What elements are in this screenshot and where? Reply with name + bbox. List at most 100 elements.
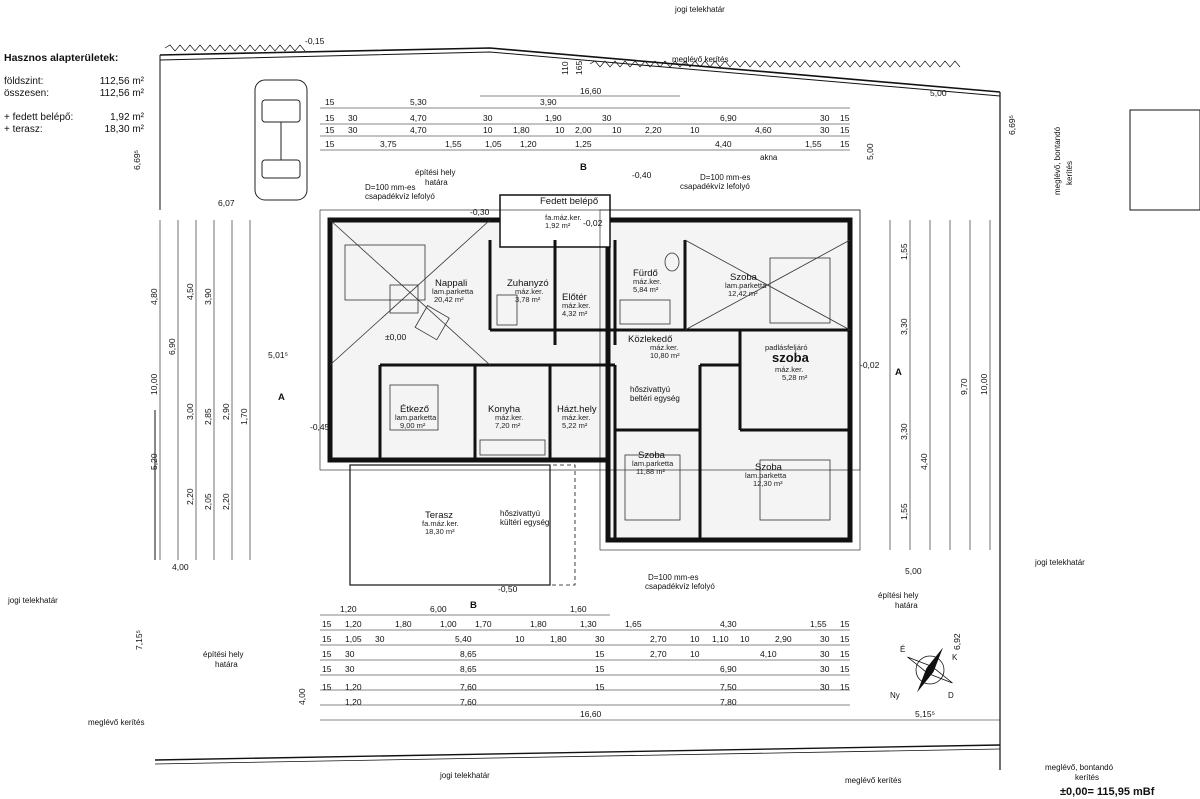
room-szoba-2: Szoba lam.parketta 11,88 m²	[632, 450, 674, 476]
room-etkezo: Étkező lam.parketta 9,00 m²	[395, 404, 437, 430]
area-row-terasz: + terasz:18,30 m²	[4, 124, 144, 135]
room-padlas: padlásfeljáró szoba máz.ker. 5,28 m²	[765, 343, 810, 382]
dim-misc: 6,07 4,00 5,01⁵ 6,69⁵ 6,69⁵ 7,15⁵ 4,00 6…	[132, 61, 1017, 705]
bed-icon-1	[769, 257, 831, 324]
dim-top-total: 16,60	[580, 86, 602, 96]
room-terasz: Terasz fa.máz.ker. 18,30 m²	[422, 510, 459, 536]
level-mark: -0,50	[498, 584, 518, 594]
dim-label: 30	[820, 113, 830, 123]
dim-label: 6,90	[167, 338, 177, 355]
room-area: 9,00 m²	[400, 421, 426, 430]
dim-label: 15	[840, 619, 850, 629]
toilet-icon	[664, 252, 680, 272]
dim-label: 15	[595, 682, 605, 692]
label-csapadek-1: D=100 mm-es	[365, 183, 415, 192]
dim-label: 15	[840, 649, 850, 659]
dim-label: 1,90	[545, 113, 562, 123]
area-row-foldszint: földszint:112,56 m²	[4, 76, 144, 87]
dim-label: 15	[840, 113, 850, 123]
dim-label: 8,65	[460, 649, 477, 659]
dining-table-icon	[389, 384, 439, 431]
dim-label: 3,00	[185, 403, 195, 420]
dim-label: 2,20	[221, 493, 231, 510]
area-row-fedett: + fedett belépő:1,92 m²	[4, 112, 144, 123]
dim-top-row2: 15 30 4,70 30 1,90 30 6,90 30 15	[325, 113, 850, 123]
room-name: Közlekedő	[628, 334, 672, 345]
section-markers: A A B B	[278, 162, 902, 611]
label-hoszivattyu-belteri-2: beltéri egység	[630, 394, 680, 403]
dim-label: 4,80	[149, 288, 159, 305]
label-hoszivattyu-belteri-1: hőszivattyú	[630, 385, 670, 394]
neighbour-building	[1129, 109, 1200, 211]
room-nappali: Nappali lam.parketta 20,42 m²	[432, 278, 474, 304]
plot-line-bottom	[154, 744, 1001, 761]
label-epitesi-hely-right-1: építési hely	[878, 591, 918, 600]
room-name: szoba	[772, 350, 810, 365]
level-mark: -0,40	[632, 170, 652, 180]
dim-left-vertical: 4,80 10,00 5,20 6,90 4,50 3,90 3,00 2,85…	[149, 283, 249, 510]
room-floor: máz.ker.	[650, 343, 678, 352]
dim-label: 110	[560, 61, 570, 75]
room-area: 5,22 m²	[562, 421, 588, 430]
label-hoszivattyu-kulteri-2: kültéri egység	[500, 518, 549, 527]
dim-label: 1,55	[805, 139, 822, 149]
dim-label: 7,15⁵	[134, 630, 144, 650]
dim-bottom-row4: 15 30 8,65 15 2,70 10 4,10 30 15	[322, 649, 850, 659]
room-name: Zuhanyzó	[507, 278, 549, 289]
dim-label: 15	[325, 125, 335, 135]
dim-label: 6,07	[218, 198, 235, 208]
dim-label: 10	[612, 125, 622, 135]
label-csapadek-2: csapadékvíz lefolyó	[365, 192, 435, 201]
room-floor: lam.parketta	[395, 413, 437, 422]
room-floor: lam.parketta	[745, 471, 787, 480]
entrance-porch	[499, 194, 611, 248]
label-meglevo-bontando-right-1: meglévő, bontandó	[1053, 126, 1062, 195]
interior-walls	[378, 240, 850, 540]
dim-label: 1,70	[475, 619, 492, 629]
room-name: Konyha	[488, 404, 521, 415]
dim-bottom-right: 5,15⁵	[915, 709, 935, 719]
label-meglevo-kerites-top: meglévő kerítés	[672, 55, 728, 64]
dim-label: 15	[840, 682, 850, 692]
plot-line-bottom2	[154, 748, 1001, 765]
room-floor: máz.ker.	[562, 413, 590, 422]
dim-label: 8,65	[460, 664, 477, 674]
room-area: 5,84 m²	[633, 285, 659, 294]
dim-label: 15	[322, 664, 332, 674]
dim-label: 4,40	[919, 453, 929, 470]
dim-label: 1,20	[345, 697, 362, 707]
compass-w: Ny	[890, 691, 900, 700]
dim-label: 1,55	[899, 503, 909, 520]
dim-label: 6,69⁵	[132, 150, 142, 170]
dim-label: 15	[595, 664, 605, 674]
room-area: 18,30 m²	[425, 527, 455, 536]
label-jogi-telekhatar-left: jogi telekhatár	[7, 596, 58, 605]
dim-label: 30	[348, 125, 358, 135]
dim-label: 4,50	[185, 283, 195, 300]
dim-bottom-row1: 1,20 6,00 1,60	[340, 604, 587, 614]
label-epitesi-hely-top-1: építési hely	[415, 168, 455, 177]
room-fedett: Fedett belépő fa.máz.ker. 1,92 m²	[540, 196, 598, 230]
room-name: Szoba	[755, 462, 783, 473]
room-floor: máz.ker.	[562, 301, 590, 310]
dim-label: 4,10	[760, 649, 777, 659]
room-area: 11,88 m²	[636, 467, 666, 476]
zero-level-note: ±0,00= 115,95 mBf	[1060, 786, 1155, 798]
dim-label: 10	[515, 634, 525, 644]
dim-right-vertical: 10,00 9,70 3,30 3,30 4,40 1,55 1,55	[899, 243, 989, 520]
dim-label: 10,00	[979, 373, 989, 395]
fence-top	[164, 44, 961, 68]
dim-label: 15	[840, 634, 850, 644]
dim-label: 6,00	[430, 604, 447, 614]
room-name: Fedett belépő	[540, 196, 598, 207]
dim-label: 15	[322, 634, 332, 644]
dim-label: 7,60	[460, 682, 477, 692]
dimension-lines-top	[320, 95, 850, 151]
dim-label: 15	[840, 125, 850, 135]
room-floor: fa.máz.ker.	[422, 519, 459, 528]
dim-label: 10	[483, 125, 493, 135]
bed-icon-2	[624, 454, 681, 521]
label-meglevo-bontando-bottom-2: kerítés	[1075, 773, 1099, 782]
dim-bottom-total: 16,60	[580, 709, 602, 719]
